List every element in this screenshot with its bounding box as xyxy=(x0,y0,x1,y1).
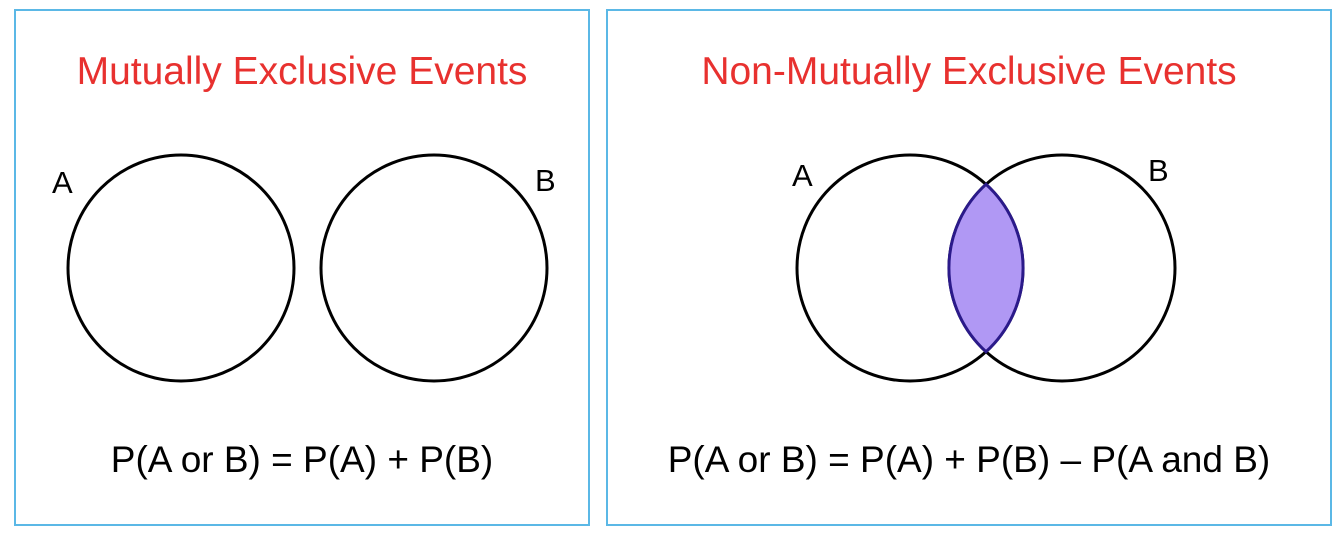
label-a: A xyxy=(792,158,813,193)
label-a: A xyxy=(52,165,73,200)
mutually-exclusive-formula: P(A or B) = P(A) + P(B) xyxy=(110,439,494,480)
circle-b xyxy=(319,153,549,383)
non-mutually-exclusive-title: Non-Mutually Exclusive Events xyxy=(701,50,1237,93)
circle-a xyxy=(66,153,296,383)
intersection-region xyxy=(947,182,1025,354)
label-b: B xyxy=(535,163,556,198)
mutually-exclusive-title: Mutually Exclusive Events xyxy=(76,50,528,93)
non-mutually-exclusive-panel: Non-Mutually Exclusive Events A B P(A or… xyxy=(606,9,1332,526)
non-mutually-exclusive-formula: P(A or B) = P(A) + P(B) – P(A and B) xyxy=(667,439,1271,480)
non-mutually-exclusive-venn-diagram: A B xyxy=(792,153,1177,383)
mutually-exclusive-venn-diagram: A B xyxy=(52,153,556,383)
label-b: B xyxy=(1148,153,1169,188)
mutually-exclusive-panel: Mutually Exclusive Events A B P(A or B) … xyxy=(14,9,590,526)
